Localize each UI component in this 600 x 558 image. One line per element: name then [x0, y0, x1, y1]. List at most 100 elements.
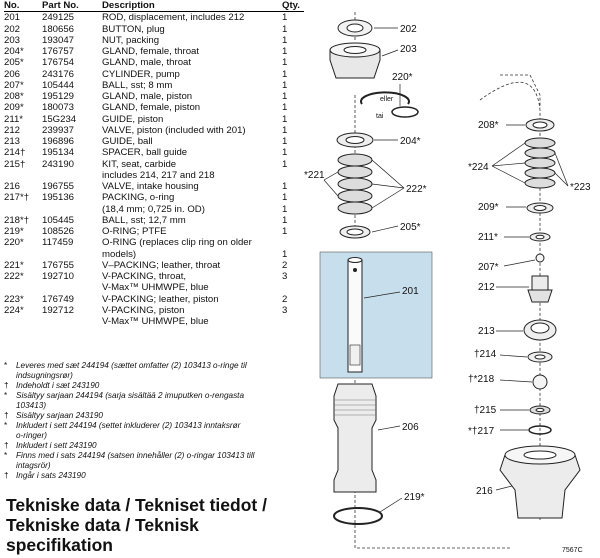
leader-224-c	[491, 165, 526, 184]
piston-v-packing-1	[524, 137, 556, 149]
piston-v-packing-2	[524, 147, 556, 159]
footnote-symbol: †	[4, 441, 9, 450]
leader-205	[371, 225, 399, 233]
cell-description: GUIDE, ball	[102, 136, 153, 147]
part-213-bore	[530, 322, 550, 334]
part-212-valve-base	[527, 289, 553, 303]
cell-description: O-RING (replaces clip ring on older	[102, 237, 252, 249]
footnote-text: Leveres med sæt 244194 (sættet omfatter …	[16, 361, 247, 380]
part-208-bore	[532, 121, 548, 129]
part-223-224-v-packings	[524, 137, 556, 189]
cell-part-no: 176754	[42, 57, 75, 69]
cell-part-no: 195134	[42, 147, 75, 159]
table-row: V-Max™ UHMWPE, blue	[4, 282, 304, 293]
cell-qty: 1	[282, 113, 288, 125]
footnote-text: Finns med i sats 244194 (satsen innehåll…	[16, 451, 255, 470]
part-215-bore	[535, 407, 545, 413]
footnote-symbol: *	[4, 421, 8, 430]
piston-v-packing-3	[524, 157, 556, 169]
part-201-rod-top	[347, 257, 363, 263]
cell-description: (18,4 mm; 0,725 in. OD)	[102, 203, 205, 215]
cell-description: BUTTON, plug	[102, 23, 165, 35]
cell-no	[4, 316, 42, 327]
cell-part-no: 180073	[42, 102, 75, 114]
cell-no	[4, 204, 42, 215]
highlight-box	[319, 251, 433, 379]
cell-no: 209*	[4, 102, 24, 114]
cell-no: 214†	[4, 147, 26, 159]
footnote-symbol: *	[4, 361, 8, 370]
footnote: †Ingår i sats 243190	[4, 471, 304, 481]
cell-description: V-PACKING, piston	[102, 304, 185, 316]
assembly-line-right	[479, 82, 541, 520]
leader-222-b	[371, 183, 405, 189]
cell-qty: 1	[282, 181, 288, 192]
cell-part-no: 192712	[42, 304, 75, 316]
leader-224-a	[491, 142, 526, 167]
cell-part-no: 176749	[42, 293, 75, 305]
leader-223-a	[554, 152, 569, 187]
cell-qty: 1	[282, 192, 288, 204]
cell-qty: 1	[282, 57, 288, 69]
cell-no: 205*	[4, 57, 24, 69]
label-201: 201	[402, 286, 419, 297]
leader-221-a	[323, 171, 339, 181]
cell-qty: 1	[282, 46, 288, 57]
v-packing-2	[337, 165, 373, 179]
v-packing-3	[337, 177, 373, 191]
cell-no	[4, 282, 42, 293]
leader-207	[503, 259, 536, 267]
v-packing-5	[337, 201, 373, 215]
leader-201	[363, 291, 401, 299]
footnote: * Leveres med sæt 244194 (sættet omfatter…	[4, 361, 304, 381]
cell-part-no: 193047	[42, 34, 75, 46]
cell-no: 204*	[4, 46, 24, 57]
cell-no: 220*	[4, 237, 24, 249]
footnote-text: Sisältyy sarjaan 243190	[16, 411, 103, 420]
cell-part-no: 180656	[42, 23, 75, 35]
cell-part-no: 105445	[42, 214, 75, 226]
cell-part-no: 192710	[42, 271, 75, 282]
section-title-line-1: Tekniske data / Tekniset tiedot /	[6, 495, 267, 515]
leader-216	[495, 485, 513, 491]
label-203: 203	[400, 44, 417, 55]
cell-no: 212	[4, 124, 21, 136]
cell-part-no: 195129	[42, 91, 75, 102]
footnote: †Sisältyy sarjaan 243190	[4, 411, 304, 421]
cell-description: NUT, packing	[102, 34, 160, 46]
cell-qty: 1	[282, 102, 288, 114]
cell-part-no: 105444	[42, 79, 75, 91]
footnote-symbol: †	[4, 381, 9, 390]
cell-qty: 1	[282, 203, 288, 215]
cell-description: V-PACKING, throat,	[102, 271, 187, 282]
footnote-text: Sisältyy sarjaan 244194 (sarja sisältää …	[16, 391, 245, 410]
part-221-222-v-packings	[337, 153, 373, 215]
cell-qty: 1	[282, 248, 288, 260]
cell-qty: 1	[282, 12, 288, 24]
cell-part-no: 239937	[42, 124, 75, 136]
leader-222-c	[371, 187, 405, 209]
cell-part-no: 196896	[42, 136, 75, 147]
cell-description: models)	[102, 248, 137, 260]
cell-description: V-Max™ UHMWPE, blue	[102, 316, 209, 327]
part-204-bore	[345, 136, 365, 144]
cell-no: 223*	[4, 293, 24, 305]
cell-qty: 1	[282, 79, 288, 91]
part-206-threads	[334, 399, 376, 416]
footnote-symbol: *	[4, 391, 8, 400]
cell-qty: 1	[282, 91, 288, 102]
table-row: V-Max™ UHMWPE, blue	[4, 316, 304, 327]
label-223: *223	[570, 182, 591, 193]
cell-description: KIT, seat, carbide	[102, 158, 177, 170]
table-row: (18,4 mm; 0,725 in. OD) 1	[4, 204, 304, 215]
part-209-bore	[533, 205, 547, 211]
